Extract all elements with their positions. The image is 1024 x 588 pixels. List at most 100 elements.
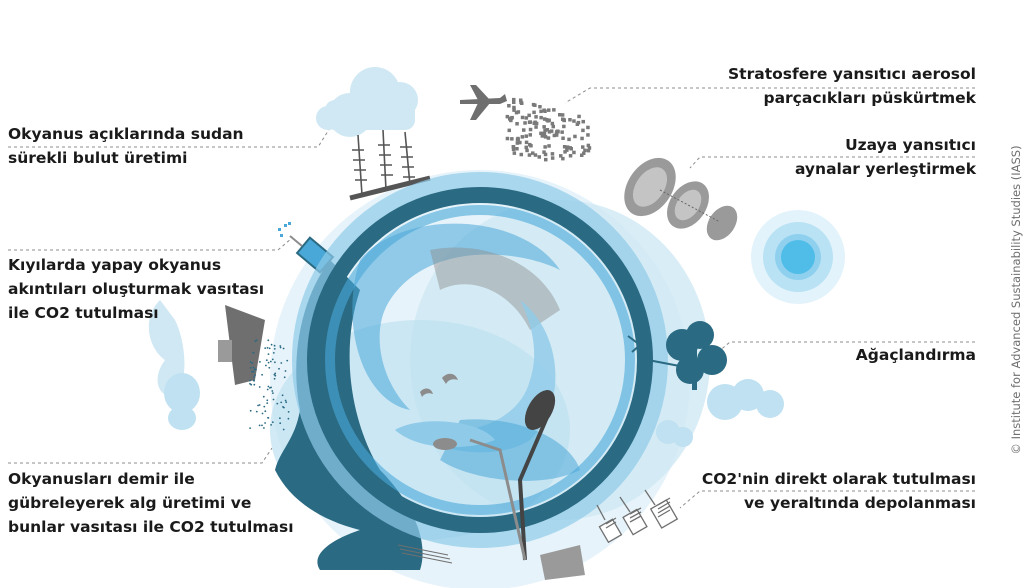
- label-direct-air-capture: CO2'nin direkt olarak tutulması ve yeral…: [702, 467, 976, 515]
- label-line: gübreleyerek alg üretimi ve: [8, 491, 294, 515]
- fertilization-particle: [273, 352, 275, 354]
- aerosol-particle: [528, 153, 532, 157]
- fertilization-particle: [267, 339, 269, 341]
- label-stratospheric-aerosols: Stratosfere yansıtıcı aerosol parçacıkla…: [728, 62, 976, 110]
- fertilization-particle: [268, 353, 270, 355]
- aerosol-particle: [532, 111, 536, 115]
- aerosol-particle: [512, 101, 516, 105]
- aerosol-particle: [515, 122, 519, 126]
- aerosol-particle: [531, 151, 535, 155]
- label-line: bunlar vasıtası ile CO2 tutulması: [8, 515, 294, 539]
- aerosol-particle: [507, 104, 511, 108]
- label-line: Stratosfere yansıtıcı aerosol: [728, 62, 976, 86]
- aerosol-particle: [555, 133, 559, 137]
- fertilization-particle: [269, 387, 271, 389]
- fertilization-particle: [267, 347, 269, 349]
- label-space-mirrors: Uzaya yansıtıcı aynalar yerleştirmek: [795, 133, 976, 181]
- fertilization-particle: [250, 410, 252, 412]
- aerosol-particle: [506, 137, 510, 141]
- label-line: Okyanusları demir ile: [8, 467, 294, 491]
- aerosol-particle: [552, 125, 556, 129]
- fertilization-particle: [278, 368, 280, 370]
- aerosol-particle: [569, 154, 573, 158]
- airplane-icon: [460, 85, 507, 120]
- aerosol-particle: [587, 149, 591, 153]
- fertilization-particle: [253, 367, 255, 369]
- fertilization-particle: [261, 374, 263, 376]
- fertilization-particle: [268, 367, 270, 369]
- label-line: sürekli bulut üretimi: [8, 146, 244, 170]
- fertilization-particle: [283, 407, 285, 409]
- fertilization-particle: [279, 422, 281, 424]
- fertilization-particle: [274, 378, 276, 380]
- fertilization-particle: [268, 417, 270, 419]
- aerosol-particle: [517, 110, 521, 114]
- aerosol-particle: [533, 121, 537, 125]
- label-line: CO2'nin direkt olarak tutulması: [702, 467, 976, 491]
- fertilization-particle: [259, 361, 261, 363]
- fertilization-particle: [254, 340, 256, 342]
- fertilization-particle: [279, 417, 281, 419]
- aerosol-particle: [582, 120, 586, 124]
- aerosol-particle: [529, 128, 533, 132]
- fertilization-particle: [268, 362, 270, 364]
- label-line: aynalar yerleştirmek: [795, 157, 976, 181]
- fertilization-particle: [270, 361, 272, 363]
- label-cloud-brightening: Okyanus açıklarında sudan sürekli bulut …: [8, 122, 244, 170]
- aerosol-particle: [572, 119, 576, 123]
- label-line: Kıyılarda yapay okyanus: [8, 253, 264, 277]
- aerosol-particle: [529, 133, 533, 137]
- fertilization-particle: [253, 376, 255, 378]
- label-line: Ağaçlandırma: [856, 343, 976, 367]
- label-ocean-currents: Kıyılarda yapay okyanus akıntıları oluşt…: [8, 253, 264, 325]
- aerosol-particle: [544, 158, 548, 162]
- fertilization-particle: [285, 401, 287, 403]
- aerosol-particle: [528, 143, 532, 147]
- aerosol-particle: [525, 149, 529, 153]
- leader-fertilization: [8, 448, 272, 463]
- aerosol-particle: [562, 125, 566, 129]
- fertilization-particle: [269, 348, 271, 350]
- aerosol-particle: [539, 132, 543, 136]
- aerosol-particle: [559, 154, 563, 158]
- fertilization-particle: [274, 348, 276, 350]
- aerosol-particle: [525, 116, 529, 120]
- aerosol-particle: [551, 152, 555, 156]
- label-line: Uzaya yansıtıcı: [795, 133, 976, 157]
- fertilization-particle: [270, 424, 272, 426]
- aerosol-particle: [508, 129, 512, 133]
- fertilization-particle: [274, 373, 276, 375]
- aerosol-particle: [508, 117, 512, 121]
- label-line: ile CO2 tutulması: [8, 301, 264, 325]
- aerosol-particle: [522, 128, 526, 132]
- fertilization-particle: [273, 399, 275, 401]
- label-line: ve yeraltında depolanması: [702, 491, 976, 515]
- label-line: parçacıkları püskürtmek: [728, 86, 976, 110]
- fertilization-particle: [288, 418, 290, 420]
- leader-currents: [8, 238, 292, 250]
- fertilization-particle: [262, 413, 264, 415]
- label-ocean-fertilization: Okyanusları demir ile gübreleyerek alg ü…: [8, 467, 294, 539]
- aerosol-particle: [521, 116, 525, 120]
- aerosol-particle: [519, 99, 523, 103]
- aerosol-particle: [547, 108, 551, 112]
- fertilization-particle: [261, 425, 263, 427]
- fertilization-particle: [254, 369, 256, 371]
- aerosol-particle: [534, 125, 538, 129]
- fertilization-particle: [249, 427, 251, 429]
- aerosol-particle: [534, 115, 538, 119]
- aerosol-particle: [587, 144, 591, 148]
- fertilization-particle: [253, 371, 255, 373]
- aerosol-particle: [572, 151, 576, 155]
- aerosol-particle: [523, 121, 527, 125]
- aerosol-particle: [546, 119, 550, 123]
- aerosol-particle: [538, 105, 542, 109]
- aerosol-particle: [561, 137, 565, 141]
- aerosol-particle: [563, 145, 567, 149]
- aerosol-particle: [566, 145, 570, 149]
- label-line: akıntıları oluşturmak vasıtası: [8, 277, 264, 301]
- fertilization-particle: [268, 386, 270, 388]
- fertilization-particle: [263, 427, 265, 429]
- aerosol-particle: [542, 109, 546, 113]
- fertilization-particle: [280, 347, 282, 349]
